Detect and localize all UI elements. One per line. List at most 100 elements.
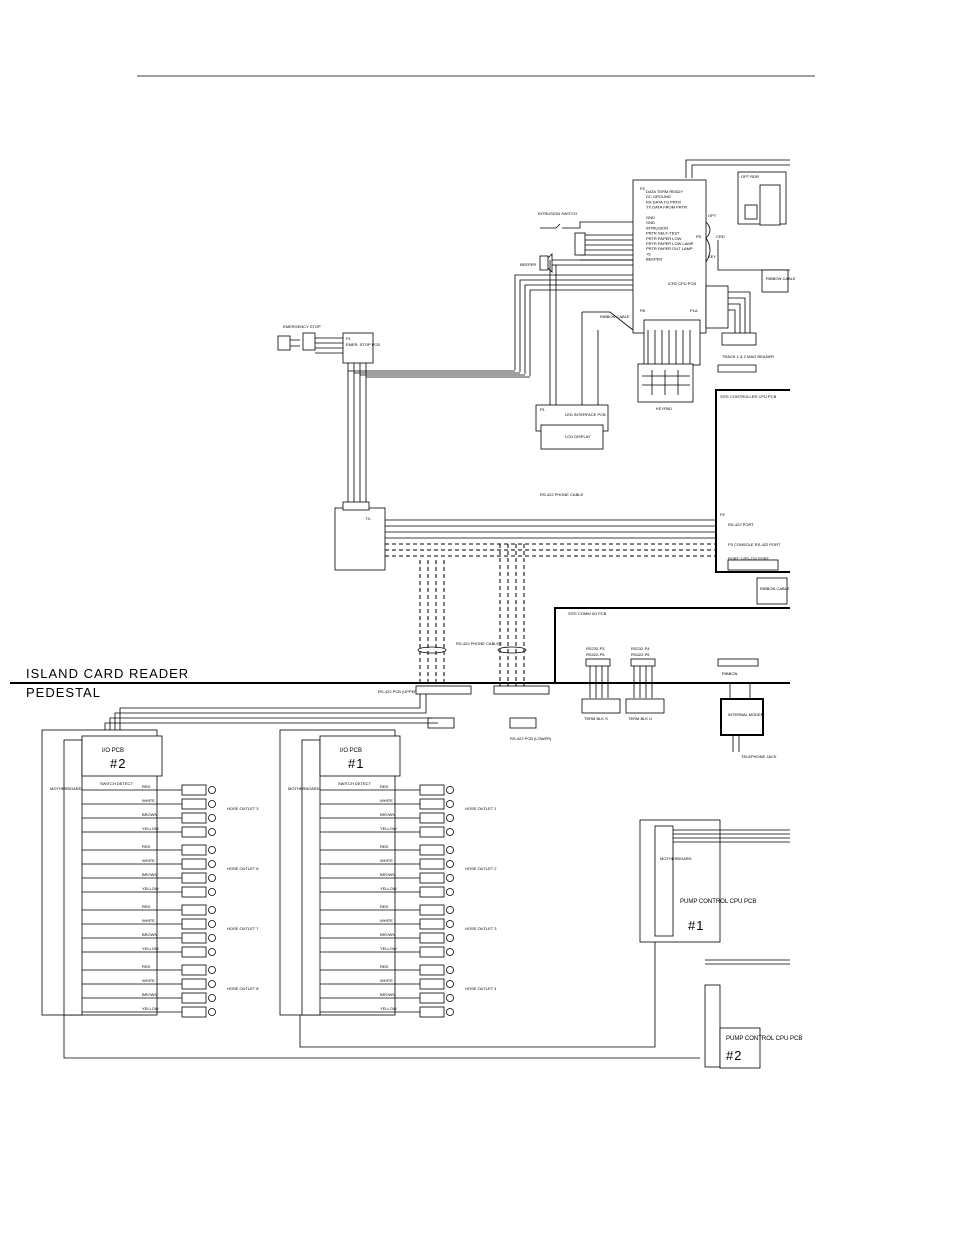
svg-text:RS-422 PCB (UPPER): RS-422 PCB (UPPER): [378, 689, 419, 694]
pump-control-1: MOTHERBOARD PUMP CONTROL CPU PCB #1: [639, 819, 790, 943]
wire-color-label: RED: [142, 784, 151, 789]
hose-outlet-label: HOSE OUTLET 3: [227, 806, 259, 811]
svg-text:P1: P1: [346, 336, 352, 341]
wire-color-label: YELLOW: [142, 1006, 159, 1011]
svg-text:TERM BLK S: TERM BLK S: [584, 716, 608, 721]
track-reader: TRACK 1 & 2 MAG READER: [705, 285, 774, 373]
hose-outlet: RED WHITE BROWN YELLOW HOSE OUTLET 2: [320, 844, 497, 898]
wire-color-label: RED: [380, 964, 389, 969]
svg-text:P2: P2: [720, 512, 726, 517]
svg-text:PUMP CONTROL CPU PCB: PUMP CONTROL CPU PCB: [680, 899, 756, 905]
p2-wires: BEEPER: [514, 232, 633, 376]
hose-outlet-label: HOSE OUTLET 1: [465, 806, 497, 811]
icr-pin-label: BEEPER: [646, 257, 662, 262]
icr-pin-label: PRTR PAPER LOW LAMP: [646, 241, 694, 246]
wire-color-label: YELLOW: [142, 886, 159, 891]
site-comm-io-pcb: SITE COMM I/O PCB RS232-P3 RS422-P5 RS23…: [554, 607, 790, 683]
icr-pin-label: GND: [646, 220, 655, 225]
hose-outlet-label: HOSE OUTLET 2: [465, 866, 497, 871]
term-blk-u: TERM BLK U: [625, 698, 665, 721]
rs422-pcb-upper: RS-422 PCB (UPPER): [378, 685, 472, 729]
hose-outlet-label: HOSE OUTLET 3: [465, 926, 497, 931]
svg-text:KEYPAD: KEYPAD: [656, 406, 672, 411]
svg-text:PORT 1 RS-232 PORT: PORT 1 RS-232 PORT: [728, 556, 770, 561]
svg-text:RS-422 PORT: RS-422 PORT: [728, 522, 754, 527]
wire-color-label: BROWN: [380, 872, 395, 877]
svg-text:#1: #1: [688, 918, 704, 933]
wire-color-label: RED: [142, 964, 151, 969]
keypad: KEYPAD: [637, 319, 701, 411]
hose-outlet-label: HOSE OUTLET 4: [465, 986, 497, 991]
svg-text:RS422-P5: RS422-P5: [586, 652, 605, 657]
svg-text:RS422-P6: RS422-P6: [631, 652, 650, 657]
wire-color-label: BROWN: [380, 812, 395, 817]
internal-modem: INTERNAL MODEM TELEPHONE JACK: [720, 683, 777, 759]
icr-pin-label: +5: [646, 251, 651, 256]
icr-pin-label: TX DATA FROM PRTR: [646, 205, 687, 210]
wire-color-label: YELLOW: [380, 886, 397, 891]
hose-outlet-label: HOSE OUTLET 8: [227, 986, 259, 991]
wire-color-label: YELLOW: [142, 946, 159, 951]
svg-text:TX-: TX-: [365, 516, 372, 521]
wire-color-label: BROWN: [380, 932, 395, 937]
wire-color-label: RED: [142, 904, 151, 909]
wire-color-label: WHITE: [380, 918, 393, 923]
wire-color-label: YELLOW: [142, 826, 159, 831]
wire-color-label: WHITE: [142, 978, 155, 983]
icr-pin-label: DC GROUND: [646, 194, 671, 199]
wire-color-label: WHITE: [380, 858, 393, 863]
icr-pin-label: PRTR SELF-TEST: [646, 231, 680, 236]
wire-color-label: WHITE: [142, 918, 155, 923]
wire-color-label: RED: [380, 784, 389, 789]
io-pcb-title: I/O PCB: [102, 748, 124, 754]
svg-text:P3 CONSOLE RS-422 PORT: P3 CONSOLE RS-422 PORT: [728, 542, 781, 547]
hose-outlet-label: HOSE OUTLET 7: [227, 926, 259, 931]
rs422-pcb-lower: RS-422 PCB (LOWER): [493, 685, 552, 741]
svg-text:CRD: CRD: [716, 234, 725, 239]
left-rs422-box: TX-: [334, 501, 386, 571]
wire-color-label: YELLOW: [380, 946, 397, 951]
wire-color-label: YELLOW: [380, 826, 397, 831]
svg-text:BEEPER: BEEPER: [520, 262, 536, 267]
svg-text:INTERNAL MODEM: INTERNAL MODEM: [728, 712, 764, 717]
pump-control-2: PUMP CONTROL CPU PCB #2: [704, 959, 802, 1069]
wire-color-label: BROWN: [142, 932, 157, 937]
island-card-reader-label: ISLAND CARD READER: [26, 666, 189, 681]
svg-text:EMERGENCY STOP: EMERGENCY STOP: [283, 324, 321, 329]
wire-color-label: RED: [380, 844, 389, 849]
opt-reader-pcb: OPT RDR OPT CRD KEY: [705, 171, 787, 263]
wire-color-label: BROWN: [142, 872, 157, 877]
svg-text:OPT RDR: OPT RDR: [741, 174, 759, 179]
svg-text:KEY: KEY: [708, 254, 716, 259]
pedestal-label: PEDESTAL: [26, 685, 101, 700]
svg-text:RS232-P4: RS232-P4: [631, 646, 650, 651]
icr-pin-label: RX DATA TO PRTR: [646, 199, 681, 204]
hose-outlet-label: HOSE OUTLET 6: [227, 866, 259, 871]
svg-text:RIBBON CABLE: RIBBON CABLE: [766, 276, 796, 281]
svg-text:TERM BLK U: TERM BLK U: [628, 716, 652, 721]
wire-color-label: WHITE: [380, 798, 393, 803]
io-pcb-num: #1: [348, 756, 364, 771]
svg-text:LCD DISPLAY: LCD DISPLAY: [565, 434, 591, 439]
icr-pin-label: PRTR PAPER OUT LAMP: [646, 246, 693, 251]
svg-text:RIBBON: RIBBON: [722, 671, 737, 676]
icr-pin-label: GND: [646, 215, 655, 220]
wire-color-label: YELLOW: [380, 1006, 397, 1011]
switch-detect-label: SWITCH DETECT: [100, 781, 133, 786]
svg-text:SITE CONTROLLER CPU PCB: SITE CONTROLLER CPU PCB: [720, 394, 777, 399]
emergency-stop: EMERGENCY STOP P1 EMER. STOP PCB: [277, 324, 380, 364]
motherboard-label: MOTHERBOARD: [50, 786, 82, 791]
svg-text:SITE COMM I/O PCB: SITE COMM I/O PCB: [568, 611, 607, 616]
wire-color-label: BROWN: [142, 812, 157, 817]
intrusion-switch-label: INTRUSION SWITCH: [538, 211, 577, 216]
svg-text:RIBBON CABLE: RIBBON CABLE: [600, 314, 630, 319]
